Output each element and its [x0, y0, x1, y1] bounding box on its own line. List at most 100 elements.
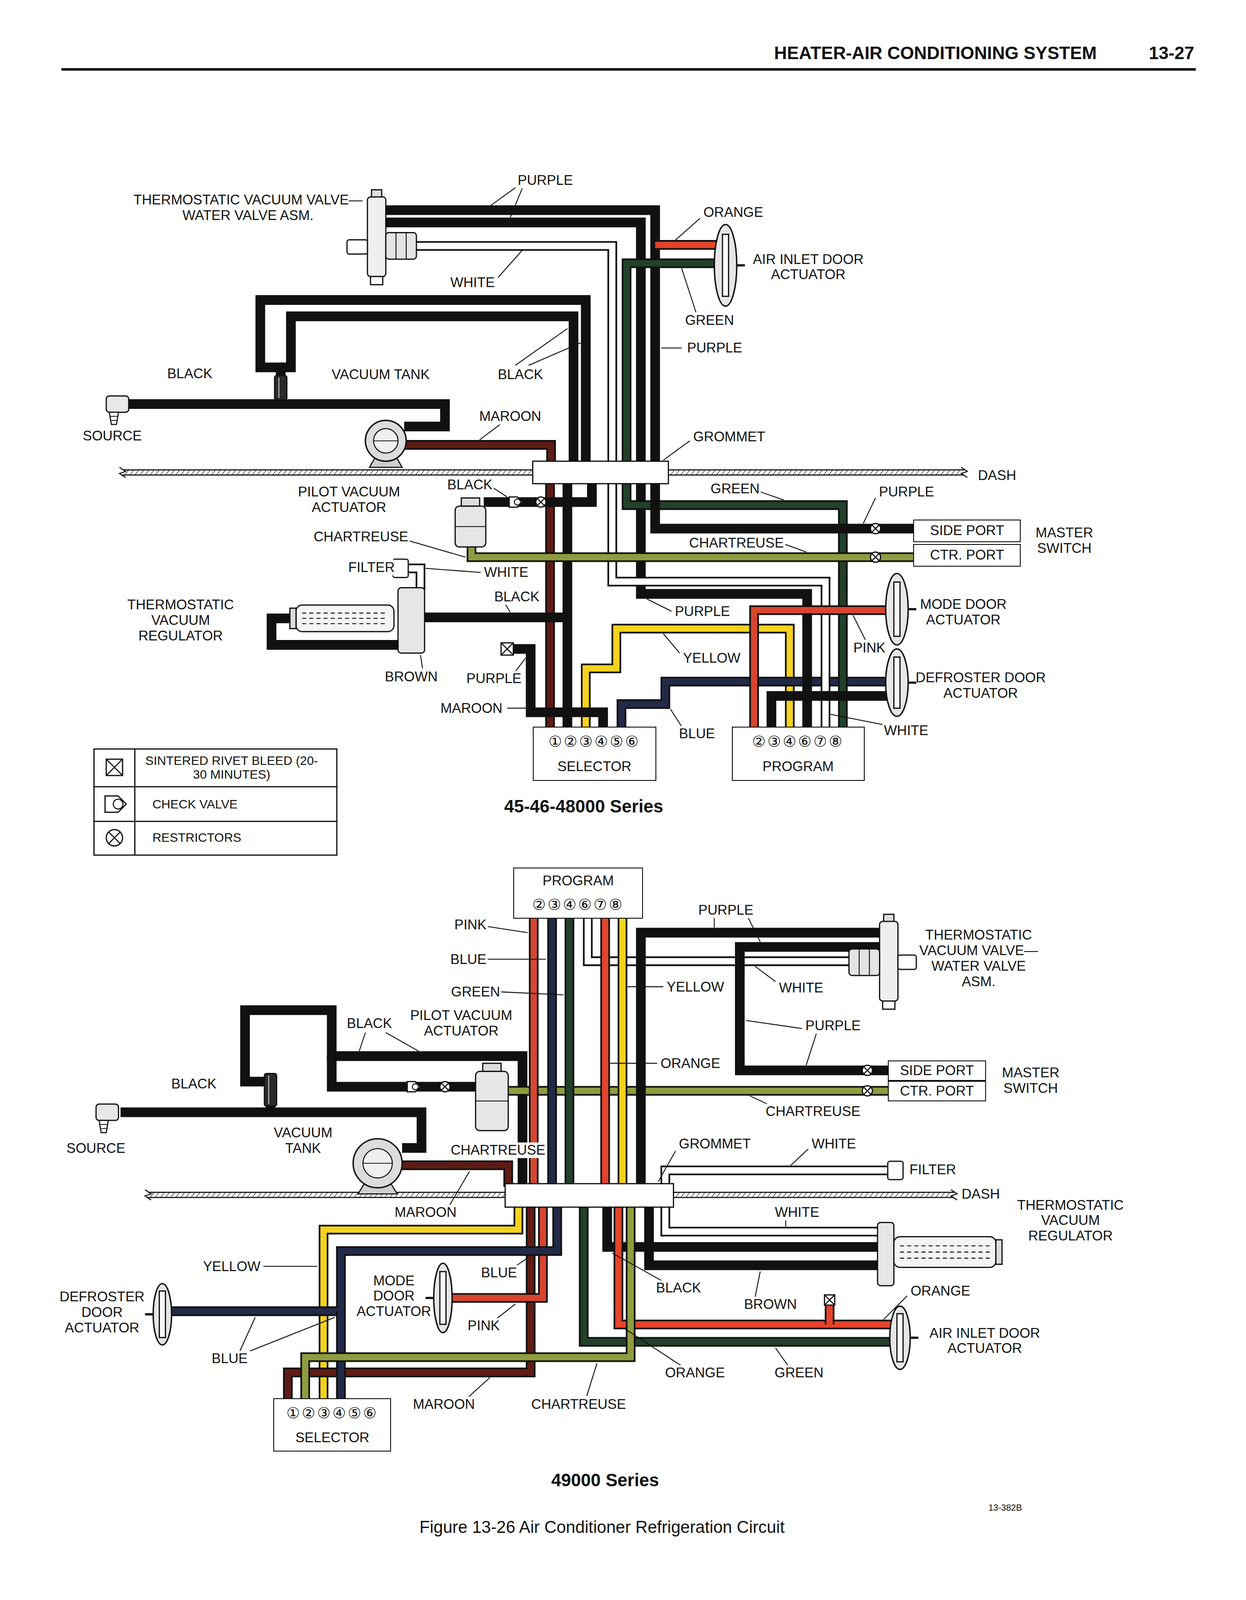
- dash-panel-line: [160, 469, 165, 475]
- dash-panel-line: [339, 1192, 344, 1198]
- dash-panel-line: [430, 469, 435, 475]
- part-label: THERMOSTATIC VACUUM VALVE—WATER VALVE AS…: [129, 192, 367, 224]
- dash-panel-line: [522, 469, 527, 475]
- vacuum-hose: [169, 1203, 557, 1311]
- vacuum-source-fitting: [101, 1127, 107, 1129]
- filter: [887, 1161, 903, 1180]
- sintered-bleed-symbol: [501, 642, 514, 655]
- dash-panel-line: [746, 469, 751, 475]
- restrictor-symbol: [862, 1085, 873, 1096]
- dash-panel-line: [466, 1192, 471, 1198]
- dash-panel-line: [206, 469, 211, 475]
- dash-panel-line: [481, 1192, 486, 1198]
- check-valve-symbol: [407, 1081, 421, 1092]
- dash-panel-line: [854, 1192, 859, 1198]
- vacuum-hose: [547, 479, 554, 729]
- leader-line: [658, 1150, 676, 1182]
- dash-panel-line: [226, 469, 231, 475]
- vacuum-hose: [665, 1203, 880, 1232]
- diaphragm-actuator: [153, 1283, 172, 1345]
- diaphragm-actuator: [425, 1296, 434, 1299]
- dash-panel-line: [859, 1192, 864, 1198]
- dash-panel-line: [435, 469, 440, 475]
- thermostatic-regulator: [302, 623, 388, 624]
- part-label: PURPLE: [464, 670, 523, 687]
- dash-panel-line: [236, 1192, 241, 1198]
- part-label: BLACK: [654, 1280, 703, 1296]
- dash-panel-line: [191, 469, 196, 475]
- dash-panel-line: [185, 1192, 190, 1198]
- dash-panel-line: [828, 469, 833, 475]
- legend-text: SINTERED RIVET BLEED (20-30 MINUTES): [143, 753, 320, 782]
- part-label: CHARTREUSE: [764, 1103, 862, 1120]
- dash-panel-line: [680, 469, 685, 475]
- restrictor-symbol: [537, 498, 545, 506]
- program-box: PROGRAM②③④⑥⑦⑧: [513, 867, 643, 919]
- part-label: BLACK: [492, 589, 541, 605]
- dash-panel-line: [446, 1192, 451, 1198]
- dash-panel-line: [721, 1192, 726, 1198]
- dash-panel-line: [262, 469, 267, 475]
- thermostatic-regulator: [899, 1251, 990, 1253]
- dash-panel-line: [201, 1192, 206, 1198]
- dash-panel-line: [144, 1189, 152, 1200]
- sintered-bleed-symbol: [106, 758, 123, 776]
- vacuum-source-fitting: [111, 419, 117, 421]
- dash-panel-line: [833, 1192, 838, 1198]
- dash-panel-line: [798, 1192, 803, 1198]
- part-label: MASTER SWITCH: [1022, 525, 1107, 556]
- dash-panel-line: [736, 469, 741, 475]
- dash-panel-line: [318, 1192, 323, 1198]
- vacuum-source-fitting: [110, 415, 118, 417]
- dash-panel-line: [405, 1192, 410, 1198]
- dash-panel-line: [236, 469, 241, 475]
- leader-line: [263, 1265, 318, 1267]
- sintered-bleed-symbol: [501, 642, 514, 655]
- dash-panel-line: [920, 469, 925, 475]
- dash-panel-line: [879, 1192, 884, 1198]
- thermostatic-water-valve: [347, 239, 368, 255]
- vacuum-hose: [506, 1087, 890, 1094]
- inline-fitting: [264, 1073, 277, 1106]
- part-label: MAROON: [411, 1396, 477, 1413]
- leader-line: [624, 1328, 681, 1366]
- pilot-vacuum-actuator: [475, 1100, 508, 1102]
- sintered-bleed-symbol: [824, 1294, 835, 1306]
- series-heading: 45-46-48000 Series: [503, 796, 665, 817]
- part-label: VACUUM TANK: [330, 366, 431, 383]
- dash-panel-line: [267, 469, 272, 475]
- dash-panel-line: [343, 1192, 348, 1198]
- dash-panel-line: [843, 1192, 848, 1198]
- restrictor-symbol: [871, 553, 879, 561]
- restrictor-symbol: [870, 523, 881, 534]
- sintered-bleed-symbol: [824, 1294, 835, 1306]
- part-label: WHITE: [773, 1204, 821, 1221]
- diaphragm-actuator: [722, 234, 729, 297]
- leader-line: [754, 966, 776, 982]
- restrictor-symbol: [862, 1065, 873, 1076]
- thermostatic-regulator: [899, 1257, 990, 1259]
- dash-panel-line: [216, 469, 221, 475]
- dash-panel-line: [772, 469, 777, 475]
- vacuum-hose: [562, 479, 573, 729]
- part-label: MAROON: [477, 408, 543, 425]
- thermostatic-regulator: [995, 1239, 1003, 1265]
- selector-box: ①②③④⑤⑥SELECTOR: [532, 726, 657, 781]
- dash-panel-line: [946, 469, 951, 475]
- dash-panel-line: [905, 469, 910, 475]
- dash-panel-line: [150, 469, 155, 475]
- box-label: SIDE PORT: [899, 1062, 975, 1079]
- dash-panel-line: [731, 469, 736, 475]
- dash-grommet: [532, 461, 669, 484]
- part-label: PURPLE: [673, 603, 732, 620]
- restrictor-symbol: [863, 1066, 871, 1074]
- vacuum-hose: [280, 316, 574, 466]
- vacuum-hose: [331, 1055, 478, 1087]
- restrictor-symbol: [106, 829, 123, 847]
- part-label: PILOT VACUUM ACTUATOR: [276, 484, 423, 516]
- dash-panel-line: [287, 1192, 292, 1198]
- dash-panel-line: [211, 1192, 216, 1198]
- dash-panel-line: [440, 1192, 445, 1198]
- dash-grommet: [505, 1183, 674, 1207]
- vacuum-hose: [640, 932, 882, 1187]
